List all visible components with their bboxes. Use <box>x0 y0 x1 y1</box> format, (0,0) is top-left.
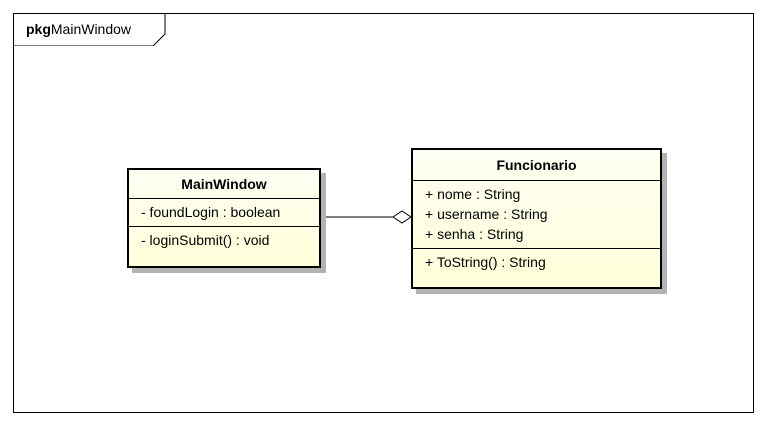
attributes-compartment: + nome : String + username : String + se… <box>413 180 660 248</box>
package-name: MainWindow <box>50 21 132 37</box>
operation: - loginSubmit() : void <box>141 232 270 248</box>
attribute: + nome : String <box>425 186 521 202</box>
package-title: pkgMainWindow <box>26 21 131 37</box>
aggregation-diamond-icon <box>392 210 412 224</box>
class-funcionario[interactable]: Funcionario + nome : String + username :… <box>411 148 662 289</box>
package-frame <box>13 13 754 413</box>
package-tab: pkgMainWindow <box>13 13 166 46</box>
package-keyword: pkg <box>26 21 51 37</box>
class-name: Funcionario <box>496 157 577 173</box>
operation: + ToString() : String <box>425 254 546 270</box>
operations-compartment: - loginSubmit() : void <box>129 226 319 254</box>
package-tab-outline <box>13 13 166 46</box>
class-name: MainWindow <box>181 176 267 192</box>
attribute: - foundLogin : boolean <box>141 204 281 220</box>
operations-compartment: + ToString() : String <box>413 248 660 276</box>
attribute: + username : String <box>425 206 548 222</box>
attribute: + senha : String <box>425 226 524 242</box>
attributes-compartment: - foundLogin : boolean <box>129 198 319 226</box>
class-mainwindow[interactable]: MainWindow - foundLogin : boolean - logi… <box>127 168 321 268</box>
